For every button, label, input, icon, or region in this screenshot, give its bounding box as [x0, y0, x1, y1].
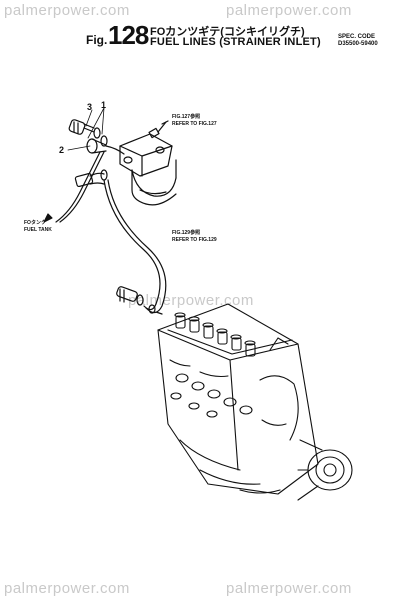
- short-hose: [105, 145, 125, 155]
- side-plugs: [170, 373, 253, 418]
- ref-fig129-jp: FIG.129参照: [172, 230, 201, 236]
- callout-3: 3: [87, 102, 93, 112]
- fuel-tank-arrow: [43, 213, 53, 223]
- fuel-strainer: [119, 120, 177, 206]
- fuel-tank-label-jp: FOタンク: [24, 220, 46, 226]
- fig-number: 128: [108, 20, 149, 50]
- pump-inlet-fitting: [116, 286, 163, 315]
- ref-fig127-jp: FIG.127参照: [172, 114, 201, 120]
- fuel-tank-pipe: [59, 151, 105, 223]
- watermark-center: palmerpower.com: [128, 292, 254, 309]
- drive-end-flange: [297, 439, 353, 501]
- ref-fig127-en: REFER TO FIG.127: [172, 121, 217, 127]
- callout-2: 2: [59, 145, 65, 155]
- injection-pump: [157, 303, 353, 501]
- callout-1: 1: [101, 100, 107, 110]
- watermark-top-right: palmerpower.com: [226, 2, 352, 19]
- washer-part-1: [93, 127, 108, 147]
- spec-code-label: SPEC. CODE: [338, 34, 376, 40]
- fuel-tank-label-en: FUEL TANK: [24, 227, 52, 233]
- title-japanese: FOカンツギテ(コシキイリグチ): [150, 26, 305, 38]
- spec-code-value: D35500-59400: [338, 41, 378, 47]
- banjo-fitting-part-2: [86, 138, 107, 154]
- watermark-top-left: palmerpower.com: [4, 2, 130, 19]
- banjo-bolt-part-3: [68, 119, 95, 135]
- watermark-bottom-right: palmerpower.com: [226, 580, 352, 597]
- callout-leaders: [67, 107, 105, 151]
- main-fuel-pipe: [103, 179, 161, 311]
- ref-fig129-en: REFER TO FIG.129: [172, 237, 217, 243]
- delivery-valve-holders: [174, 312, 256, 357]
- fig-label: Fig.: [86, 33, 108, 47]
- title-english: FUEL LINES (STRAINER INLET): [150, 36, 321, 48]
- watermark-bottom-left: palmerpower.com: [4, 580, 130, 597]
